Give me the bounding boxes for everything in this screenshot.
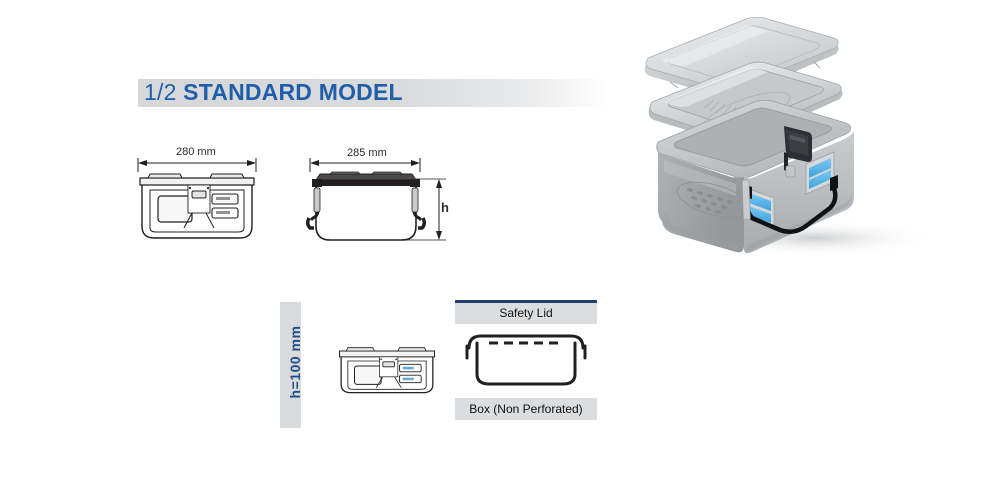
panel-footer-box-non-perforated: Box (Non Perforated): [455, 398, 597, 420]
height-band: h=100 mm: [280, 302, 303, 428]
lid-box-panel: Safety Lid Box (Non Perforated): [455, 300, 597, 423]
page-title-fraction: 1/2: [144, 79, 177, 105]
product-photo-sterilization-container: [644, 16, 934, 256]
page-title: 1/2 STANDARD MODEL: [144, 78, 403, 106]
dimension-label-width-side: 285 mm: [347, 147, 387, 159]
panel-header-safety-lid: Safety Lid: [455, 303, 597, 324]
container-base-box: [656, 99, 854, 254]
panel-artwork: [455, 324, 597, 396]
label-card-right: [805, 151, 835, 195]
container-lid: [644, 16, 839, 98]
dimension-label-width-front: 280 mm: [176, 146, 216, 158]
title-band: [138, 79, 608, 107]
container-filter-tray: [648, 61, 843, 144]
front-view-drawing: [137, 158, 257, 239]
page-title-text: STANDARD MODEL: [183, 79, 403, 105]
side-view-drawing: [306, 158, 446, 241]
dimension-label-height-side: h: [441, 200, 449, 215]
height-band-label: h=100 mm: [287, 325, 303, 399]
front-view-secondary-drawing: [339, 347, 435, 394]
box-non-perforated-icon: [465, 334, 587, 386]
container-latch: [784, 126, 812, 171]
